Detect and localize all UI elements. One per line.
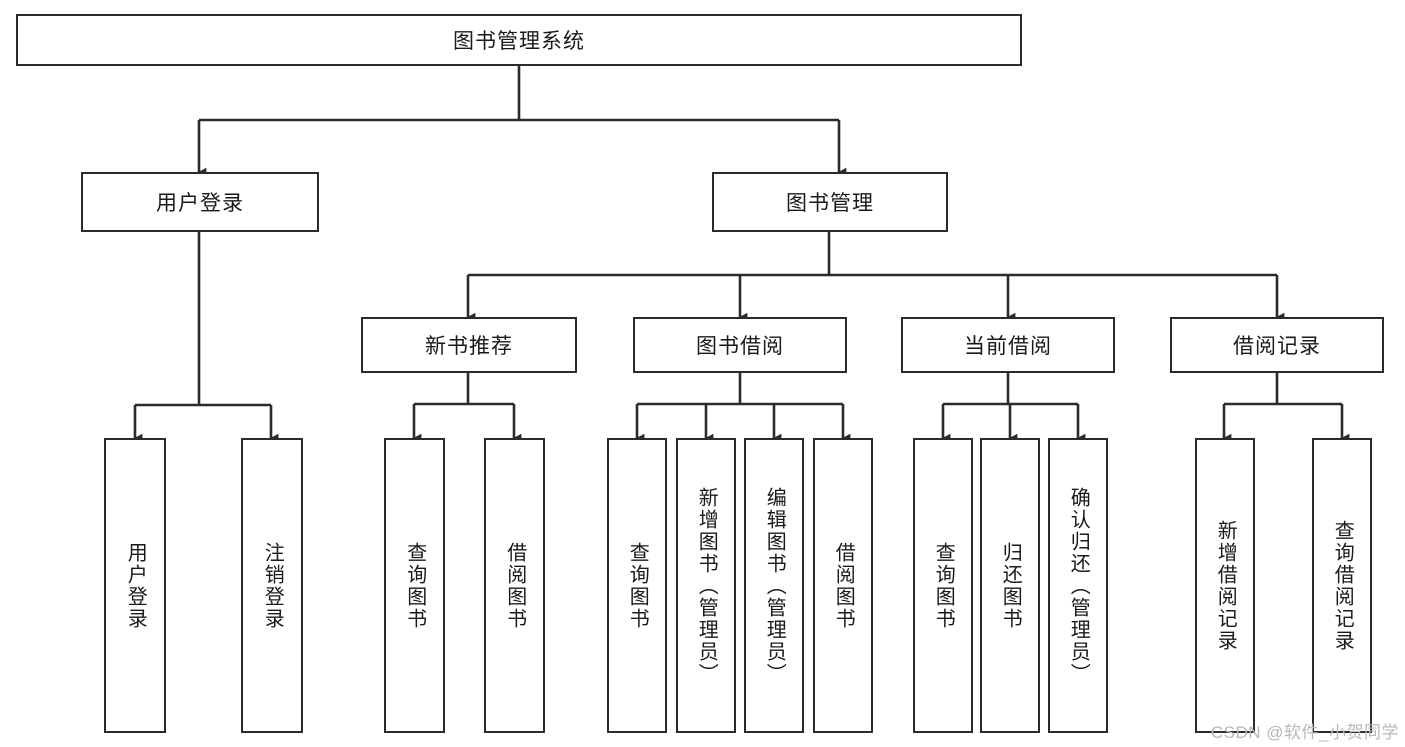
node-label: 确认归还（管理员）	[1067, 486, 1090, 685]
node-leaf-borrow-book[interactable]: 借阅图书	[813, 438, 873, 733]
node-label: 图书管理	[786, 192, 874, 215]
node-label: 查询借阅记录	[1331, 519, 1354, 652]
node-label: 借阅记录	[1233, 335, 1321, 358]
node-label: 当前借阅	[964, 335, 1052, 358]
node-label: 新增图书（管理员）	[695, 486, 718, 685]
node-leaf-edit-book-admin[interactable]: 编辑图书（管理员）	[744, 438, 804, 733]
node-label: 归还图书	[999, 541, 1022, 630]
node-label: 图书管理系统	[453, 30, 585, 53]
node-leaf-return-book[interactable]: 归还图书	[980, 438, 1040, 733]
node-label: 查询图书	[932, 541, 955, 630]
node-leaf-query-book-recommend[interactable]: 查询图书	[384, 438, 445, 733]
node-label: 注销登录	[261, 541, 284, 630]
node-leaf-confirm-return-admin[interactable]: 确认归还（管理员）	[1048, 438, 1108, 733]
node-leaf-borrow-book-recommend[interactable]: 借阅图书	[484, 438, 545, 733]
node-user-login[interactable]: 用户登录	[81, 172, 319, 232]
node-leaf-user-login[interactable]: 用户登录	[104, 438, 166, 733]
node-label: 借阅图书	[832, 541, 855, 630]
node-leaf-add-borrow-record[interactable]: 新增借阅记录	[1195, 438, 1255, 733]
node-label: 查询图书	[403, 541, 426, 630]
node-borrow-record[interactable]: 借阅记录	[1170, 317, 1384, 373]
watermark-text: CSDN @软件_小贺同学	[1210, 723, 1399, 742]
node-label: 借阅图书	[503, 541, 526, 630]
node-book-borrow[interactable]: 图书借阅	[633, 317, 847, 373]
node-label: 图书借阅	[696, 335, 784, 358]
node-label: 用户登录	[124, 541, 147, 630]
node-new-book-recommend[interactable]: 新书推荐	[361, 317, 577, 373]
node-book-management[interactable]: 图书管理	[712, 172, 948, 232]
node-label: 查询图书	[626, 541, 649, 630]
node-label: 编辑图书（管理员）	[763, 486, 786, 685]
node-root-book-management-system[interactable]: 图书管理系统	[16, 14, 1022, 66]
node-leaf-add-book-admin[interactable]: 新增图书（管理员）	[676, 438, 736, 733]
node-leaf-query-book-current[interactable]: 查询图书	[913, 438, 973, 733]
node-label: 新增借阅记录	[1214, 519, 1237, 652]
node-label: 新书推荐	[425, 335, 513, 358]
node-leaf-query-borrow-record[interactable]: 查询借阅记录	[1312, 438, 1372, 733]
node-label: 用户登录	[156, 192, 244, 215]
node-leaf-query-book-borrow[interactable]: 查询图书	[607, 438, 667, 733]
node-leaf-logout[interactable]: 注销登录	[241, 438, 303, 733]
node-current-borrow[interactable]: 当前借阅	[901, 317, 1115, 373]
